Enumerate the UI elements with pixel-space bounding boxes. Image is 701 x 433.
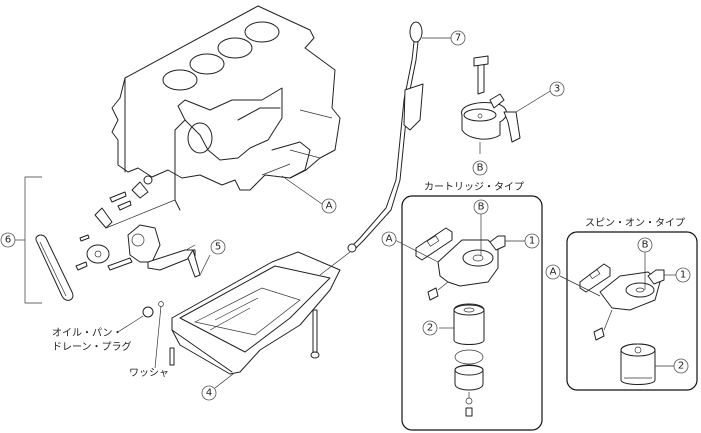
callout-6: 6 (0, 232, 16, 248)
label-spin-on-type: スピン・オン・タイプ (585, 217, 685, 229)
cartridge-type-panel (394, 195, 543, 431)
engine-block (111, 5, 341, 211)
svg-text:2: 2 (427, 323, 433, 334)
svg-text:5: 5 (215, 242, 221, 253)
oil-strainer (147, 249, 211, 278)
svg-text:A: A (550, 267, 557, 278)
svg-text:2: 2 (678, 361, 684, 372)
svg-text:B: B (478, 202, 485, 213)
label-drain-plug-line2: ドレーン・プラグ (52, 340, 132, 353)
svg-text:6: 6 (5, 235, 11, 246)
callout-1-cartridge: 1 (524, 233, 540, 249)
callout-a-block: A (321, 198, 337, 214)
svg-text:3: 3 (554, 84, 560, 95)
svg-text:1: 1 (529, 236, 535, 247)
callout-2-cartridge: 2 (422, 320, 438, 336)
callout-4: 4 (201, 385, 217, 401)
spin-on-type-panel (559, 231, 698, 391)
callout-5: 5 (210, 239, 226, 255)
svg-text:A: A (326, 201, 333, 212)
svg-text:4: 4 (206, 388, 212, 399)
svg-text:1: 1 (680, 270, 686, 281)
callout-b-cartridge: B (473, 199, 489, 215)
leader-a-block (281, 175, 323, 205)
oil-cooler (461, 55, 553, 154)
label-washer: ワッシャ (129, 368, 169, 379)
svg-text:A: A (386, 234, 393, 245)
svg-text:B: B (642, 240, 649, 251)
callout-a-cartridge: A (381, 231, 397, 247)
callout-b-spin-on: B (637, 237, 653, 253)
oil-level-gauge (319, 21, 452, 276)
callout-b-cooler: B (472, 160, 488, 176)
oil-pump-assembly (14, 175, 196, 304)
callout-2-spin-on: 2 (673, 358, 689, 374)
callout-a-spin-on: A (545, 264, 561, 280)
callout-1-spin-on: 1 (675, 267, 691, 283)
oil-pan (117, 251, 341, 389)
label-cartridge-type: カートリッジ・タイプ (424, 181, 524, 193)
callout-7: 7 (450, 30, 466, 46)
callout-3: 3 (549, 81, 565, 97)
label-drain-plug-line1: オイル・パン・ (52, 327, 123, 339)
svg-text:7: 7 (455, 33, 461, 44)
svg-text:B: B (477, 163, 484, 174)
